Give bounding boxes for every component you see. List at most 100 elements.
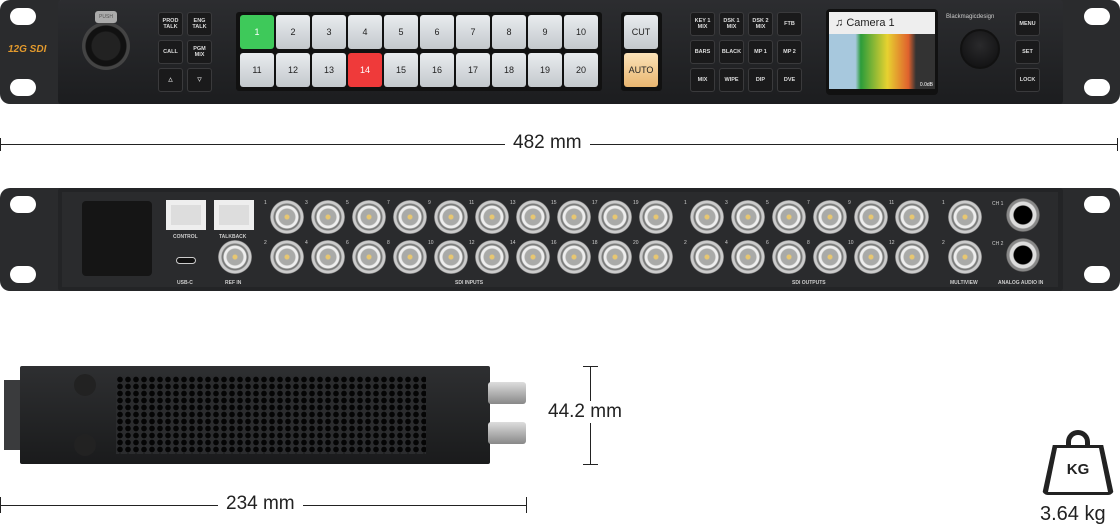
ch2-jack[interactable] [1006, 238, 1040, 272]
crosspoint-button-17[interactable]: 17 [456, 53, 490, 87]
sdi-output-2[interactable] [690, 240, 724, 274]
auto-button[interactable]: AUTO [624, 53, 658, 87]
button-eng-talk[interactable]: ENG TALK [187, 12, 212, 36]
button-dve[interactable]: DVE [777, 68, 802, 92]
sdi-output-4-number: 4 [725, 240, 728, 246]
sdi-input-5[interactable] [352, 200, 386, 234]
crosspoint-button-13[interactable]: 13 [312, 53, 346, 87]
sdi-output-12[interactable] [895, 240, 929, 274]
lcd-screen: ♫ Camera 1 0.0dB [826, 9, 938, 95]
height-dimension: 44.2 mm [540, 401, 630, 423]
button-mp-2[interactable]: MP 2 [777, 40, 802, 64]
sdi-output-4[interactable] [731, 240, 765, 274]
sdi-output-8[interactable] [813, 240, 847, 274]
sdi-input-1-number: 1 [264, 200, 267, 206]
multiview-output-2[interactable] [948, 240, 982, 274]
sdi-output-12-number: 12 [889, 240, 895, 246]
xlr-push-tab[interactable]: PUSH [95, 11, 117, 23]
jog-knob[interactable] [960, 29, 1000, 69]
button-bars[interactable]: BARS [690, 40, 715, 64]
multiview-output-1[interactable] [948, 200, 982, 234]
usb-c-port[interactable] [176, 257, 196, 264]
sdi-output-5[interactable] [772, 200, 806, 234]
sdi-input-10[interactable] [434, 240, 468, 274]
sdi-input-3-number: 3 [305, 200, 308, 206]
sdi-input-2-number: 2 [264, 240, 267, 246]
control-ethernet-port[interactable] [166, 200, 206, 230]
sdi-input-15[interactable] [557, 200, 591, 234]
sdi-input-4[interactable] [311, 240, 345, 274]
crosspoint-button-8[interactable]: 8 [492, 15, 526, 49]
sdi-input-14[interactable] [516, 240, 550, 274]
multiview-output-1-number: 1 [942, 200, 945, 206]
sdi-input-8[interactable] [393, 240, 427, 274]
crosspoint-button-10[interactable]: 10 [564, 15, 598, 49]
crosspoint-button-9[interactable]: 9 [528, 15, 562, 49]
sdi-output-6[interactable] [772, 240, 806, 274]
sdi-input-11[interactable] [475, 200, 509, 234]
sdi-output-3[interactable] [731, 200, 765, 234]
talkback-ethernet-port[interactable] [214, 200, 254, 230]
ref-in-bnc[interactable] [218, 240, 252, 274]
sdi-input-9[interactable] [434, 200, 468, 234]
multiview-output-2-number: 2 [942, 240, 945, 246]
sdi-input-7[interactable] [393, 200, 427, 234]
sdi-output-9-number: 9 [848, 200, 851, 206]
sdi-input-17[interactable] [598, 200, 632, 234]
crosspoint-button-2[interactable]: 2 [276, 15, 310, 49]
sdi-input-6[interactable] [352, 240, 386, 274]
button-prod-talk[interactable]: PROD TALK [158, 12, 183, 36]
button-dsk-2-mix[interactable]: DSK 2 MIX [748, 12, 773, 36]
sdi-input-12[interactable] [475, 240, 509, 274]
button-set[interactable]: SET [1015, 40, 1040, 64]
button-lock[interactable]: LOCK [1015, 68, 1040, 92]
sdi-input-13[interactable] [516, 200, 550, 234]
cut-button[interactable]: CUT [624, 15, 658, 49]
ch1-jack[interactable] [1006, 198, 1040, 232]
crosspoint-button-18[interactable]: 18 [492, 53, 526, 87]
button-pgm-mix[interactable]: PGM MIX [187, 40, 212, 64]
sdi-input-19[interactable] [639, 200, 673, 234]
crosspoint-button-3[interactable]: 3 [312, 15, 346, 49]
crosspoint-button-11[interactable]: 11 [240, 53, 274, 87]
button-down[interactable]: ▽ [187, 68, 212, 92]
sdi-input-16[interactable] [557, 240, 591, 274]
button-dip[interactable]: DIP [748, 68, 773, 92]
button-menu[interactable]: MENU [1015, 12, 1040, 36]
sdi-input-1[interactable] [270, 200, 304, 234]
button-mp-1[interactable]: MP 1 [748, 40, 773, 64]
sdi-output-7[interactable] [813, 200, 847, 234]
sdi-input-20[interactable] [639, 240, 673, 274]
crosspoint-button-12[interactable]: 12 [276, 53, 310, 87]
crosspoint-button-6[interactable]: 6 [420, 15, 454, 49]
crosspoint-button-15[interactable]: 15 [384, 53, 418, 87]
sdi-output-11[interactable] [895, 200, 929, 234]
sdi-input-20-number: 20 [633, 240, 639, 246]
button-mix[interactable]: MIX [690, 68, 715, 92]
crosspoint-button-7[interactable]: 7 [456, 15, 490, 49]
button-dsk-1-mix[interactable]: DSK 1 MIX [719, 12, 744, 36]
crosspoint-button-1[interactable]: 1 [240, 15, 274, 49]
crosspoint-button-16[interactable]: 16 [420, 53, 454, 87]
sdi-input-18[interactable] [598, 240, 632, 274]
button-key-1-mix[interactable]: KEY 1 MIX [690, 12, 715, 36]
sdi-input-3[interactable] [311, 200, 345, 234]
crosspoint-button-20[interactable]: 20 [564, 53, 598, 87]
multiview-label: MULTIVIEW [950, 280, 978, 286]
sdi-output-1[interactable] [690, 200, 724, 234]
sdi-output-10[interactable] [854, 240, 888, 274]
sdi-input-2[interactable] [270, 240, 304, 274]
crosspoint-button-4[interactable]: 4 [348, 15, 382, 49]
lcd-title: Camera 1 [846, 17, 895, 29]
button-up[interactable]: △ [158, 68, 183, 92]
crosspoint-button-14[interactable]: 14 [348, 53, 382, 87]
sdi-output-9[interactable] [854, 200, 888, 234]
button-black[interactable]: BLACK [719, 40, 744, 64]
crosspoint-button-5[interactable]: 5 [384, 15, 418, 49]
button-wipe[interactable]: WIPE [719, 68, 744, 92]
button-ftb[interactable]: FTB [777, 12, 802, 36]
button-call[interactable]: CALL [158, 40, 183, 64]
weight-value: 3.64 kg [1040, 503, 1106, 525]
crosspoint-button-19[interactable]: 19 [528, 53, 562, 87]
